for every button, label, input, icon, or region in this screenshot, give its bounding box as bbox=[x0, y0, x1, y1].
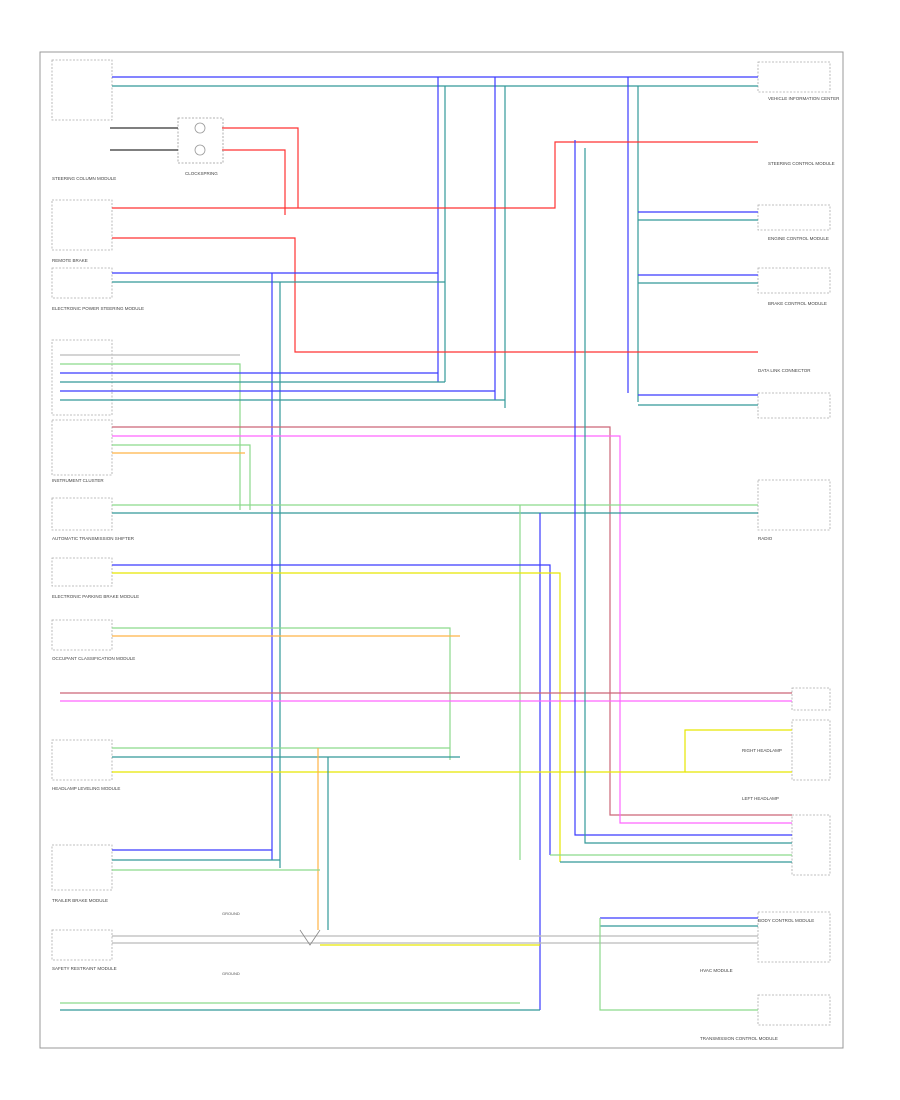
radio-box bbox=[791, 687, 831, 711]
right-modules bbox=[757, 61, 831, 1026]
hl-yellow bbox=[112, 729, 792, 773]
parking-brake-box bbox=[51, 557, 113, 587]
labels: STEERING COLUMN MODULE CLOCKSPRING REMOT… bbox=[52, 96, 840, 1041]
transmission-shifter-box bbox=[51, 497, 113, 531]
vehicle-info-center-box bbox=[757, 61, 831, 93]
power-steering-box bbox=[51, 339, 113, 416]
label-hvac: HVAC MODULE bbox=[700, 968, 733, 973]
red-wire-brake bbox=[112, 237, 758, 353]
left-modules bbox=[51, 59, 113, 961]
diagram-frame bbox=[39, 51, 844, 1049]
red-wire-1 bbox=[222, 127, 299, 208]
red-wire-steering bbox=[112, 141, 758, 209]
gry-wht-wire bbox=[112, 435, 792, 824]
label-radio: RADIO bbox=[758, 536, 773, 541]
label-safety-restraint: SAFETY RESTRAINT MODULE bbox=[52, 966, 117, 971]
trailer-brake-box bbox=[51, 844, 113, 891]
label-engine-control: ENGINE CONTROL MODULE bbox=[768, 236, 829, 241]
label-right-headlamp: RIGHT HEADLAMP bbox=[742, 748, 782, 753]
pb-yellow bbox=[112, 572, 561, 862]
clock-spring-component bbox=[110, 117, 224, 164]
label-left-headlamp: LEFT HEADLAMP bbox=[742, 796, 779, 801]
label-ground-1: GROUND bbox=[222, 911, 240, 916]
engine-control-2-box bbox=[757, 911, 831, 963]
bcm-teal bbox=[584, 148, 792, 844]
wires bbox=[60, 76, 792, 1011]
right-headlamp-box bbox=[791, 719, 831, 781]
pb-blue bbox=[112, 564, 551, 855]
label-brake-control: BRAKE CONTROL MODULE bbox=[768, 301, 827, 306]
ic-green bbox=[112, 444, 251, 510]
label-power-steering: ELECTRONIC POWER STEERING MODULE bbox=[52, 306, 144, 311]
remote-brake-box bbox=[51, 267, 113, 299]
label-body-control: BODY CONTROL MODULE bbox=[758, 918, 814, 923]
label-remote-brake: REMOTE BRAKE bbox=[52, 258, 88, 263]
label-data-link: DATA LINK CONNECTOR bbox=[758, 368, 811, 373]
label-transmission-control: TRANSMISSION CONTROL MODULE bbox=[700, 1036, 778, 1041]
steering-column-module-box bbox=[51, 59, 113, 121]
label-steering-column: STEERING COLUMN MODULE bbox=[52, 176, 116, 181]
ground-symbol bbox=[299, 929, 321, 946]
red-wire-2 bbox=[222, 149, 286, 215]
transmission-control-box bbox=[757, 994, 831, 1026]
label-parking-brake: ELECTRONIC PARKING BRAKE MODULE bbox=[52, 594, 139, 599]
engine-control-box bbox=[757, 267, 831, 294]
label-trailer-brake: TRAILER BRAKE MODULE bbox=[52, 898, 108, 903]
clock-spring-box bbox=[51, 199, 113, 251]
tcm-green bbox=[599, 918, 758, 1011]
occupant-classification-box bbox=[51, 619, 113, 651]
bcm-blue bbox=[574, 140, 792, 836]
headlamp-leveling-box bbox=[51, 739, 113, 781]
label-transmission-shifter: AUTOMATIC TRANSMISSION SHIFTER bbox=[52, 536, 135, 541]
instrument-cluster-box bbox=[51, 419, 113, 476]
label-clock-spring: CLOCKSPRING bbox=[185, 171, 218, 176]
label-ground-2: GROUND bbox=[222, 971, 240, 976]
data-link-box bbox=[757, 479, 831, 531]
label-headlamp-leveling: HEADLAMP LEVELING MODULE bbox=[52, 786, 120, 791]
label-steering-control: STEERING CONTROL MODULE bbox=[768, 161, 835, 166]
steering-control-box bbox=[757, 204, 831, 231]
label-occupant-classification: OCCUPANT CLASSIFICATION MODULE bbox=[52, 656, 135, 661]
label-instrument-cluster: INSTRUMENT CLUSTER bbox=[52, 478, 104, 483]
label-vehicle-info-center: VEHICLE INFORMATION CENTER bbox=[768, 96, 840, 101]
vio-blk-wire bbox=[112, 426, 792, 816]
ps-green bbox=[60, 363, 241, 510]
body-control-box bbox=[791, 814, 831, 876]
brake-control-box bbox=[757, 392, 831, 419]
oc-green bbox=[112, 627, 451, 760]
safety-restraint-box bbox=[51, 929, 113, 961]
